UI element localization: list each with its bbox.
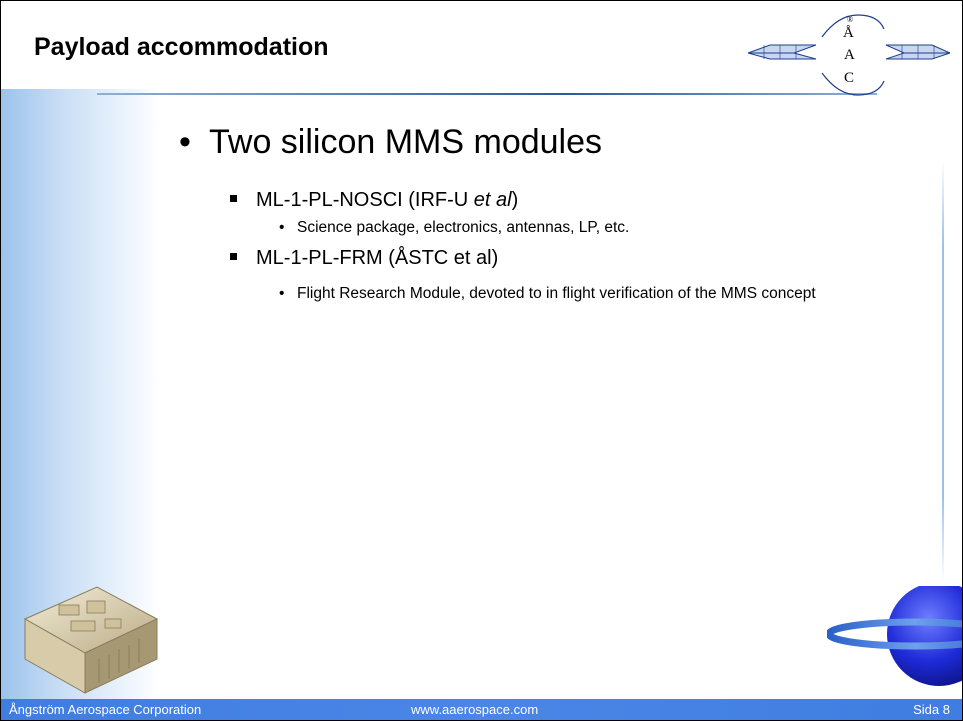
logo-letter-a: A	[844, 47, 855, 63]
bullet-frm-sub-text: Flight Research Module, devoted to in fl…	[297, 285, 816, 302]
bullet-frm: ML-1-PL-FRM (ÅSTC et al)	[230, 247, 499, 270]
logo-letter-c: C	[844, 70, 854, 86]
bullet-nosci-text: ML-1-PL-NOSCI (IRF-U	[256, 189, 474, 211]
bullet-nosci-sub-text: Science package, electronics, antennas, …	[297, 219, 630, 236]
slide-title: Payload accommodation	[34, 33, 329, 61]
bullet-dot-icon: •	[279, 285, 285, 302]
square-bullet-icon	[230, 195, 237, 202]
footer-website[interactable]: www.aaerospace.com	[411, 702, 539, 717]
footer-bar: Ångström Aerospace Corporation www.aaero…	[1, 699, 962, 720]
bullet-level1-text: Two silicon MMS modules	[209, 123, 603, 161]
bullet-frm-sub: • Flight Research Module, devoted to in …	[279, 283, 887, 304]
right-vertical-rule	[942, 161, 944, 581]
aac-logo-icon: ® Å A C	[747, 14, 951, 96]
footer-page-number: Sida 8	[913, 702, 950, 717]
logo-registered-mark: ®	[847, 15, 853, 24]
bullet-nosci-end: )	[511, 189, 519, 211]
bullet-frm-text: ML-1-PL-FRM (ÅSTC et al)	[256, 247, 499, 269]
bullet-dot-icon: •	[279, 219, 285, 236]
title-underline	[97, 93, 877, 95]
planet-ring-icon	[827, 586, 962, 686]
bullet-nosci: ML-1-PL-NOSCI (IRF-U et al)	[230, 189, 519, 212]
bullet-level1: • Two silicon MMS modules	[179, 123, 603, 162]
square-bullet-icon	[230, 253, 237, 260]
bullet-nosci-sub: • Science package, electronics, antennas…	[279, 217, 857, 238]
bullet-nosci-italic: et al	[473, 189, 512, 211]
bullet-dot-icon: •	[179, 123, 191, 161]
satellite-module-image	[23, 586, 159, 694]
footer-company: Ångström Aerospace Corporation	[9, 702, 202, 717]
logo-letter-a-ring: Å	[843, 25, 854, 41]
